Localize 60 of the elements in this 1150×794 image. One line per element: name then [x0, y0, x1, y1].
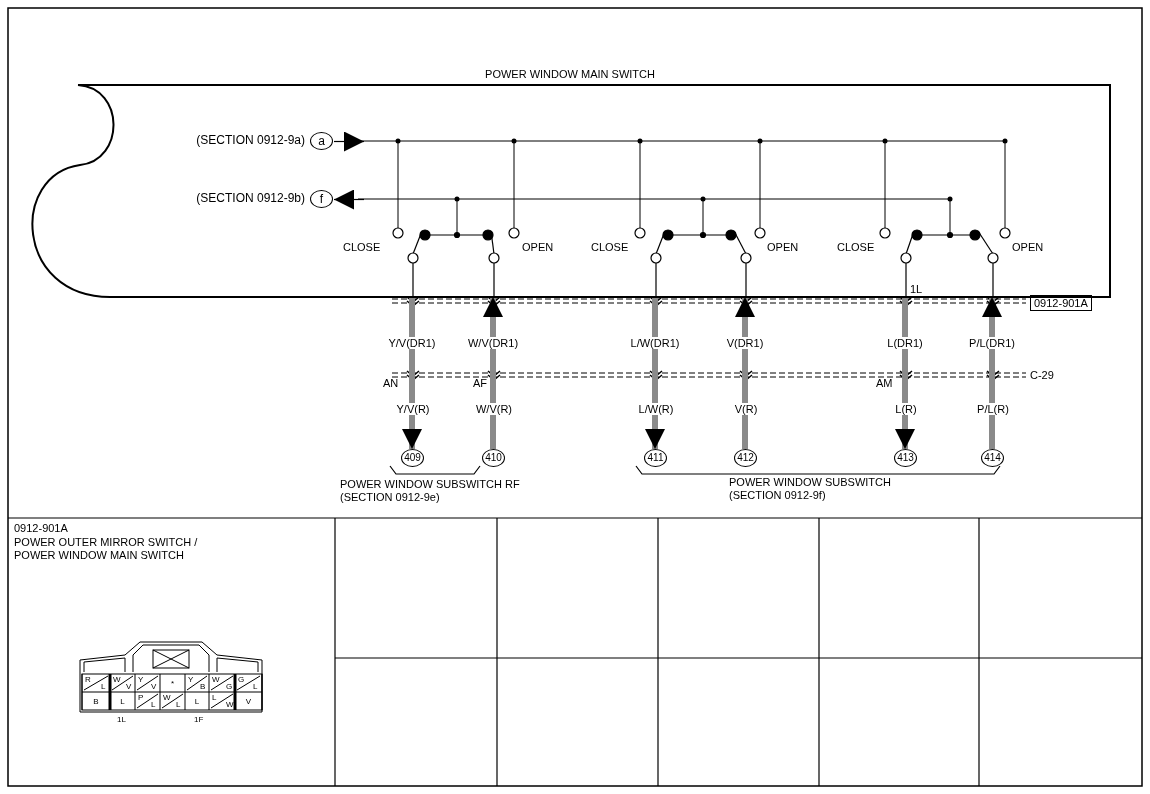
terminal-circle: 412: [734, 449, 757, 467]
pin-label: *: [169, 679, 176, 688]
connector-id: AM: [876, 377, 893, 390]
wire-color-label: L/W(DR1): [630, 337, 680, 349]
connector-id: C-29: [1030, 369, 1054, 382]
pin-label: V: [151, 682, 157, 691]
pin-label: L: [101, 682, 106, 691]
pin-number: 1L: [910, 283, 923, 296]
pin-label: L: [253, 682, 258, 691]
pin-label: B: [92, 697, 100, 706]
pin-label: L: [176, 700, 181, 709]
wire-color-label: V(DR1): [726, 337, 764, 349]
switch-position-label: OPEN: [522, 241, 554, 254]
pin-label: B: [200, 682, 206, 691]
component-title: POWER WINDOW MAIN SWITCH: [484, 68, 656, 81]
pin-label: L: [151, 700, 156, 709]
connector-id: 0912-901A: [14, 522, 68, 535]
pin-number: 1F: [194, 714, 204, 726]
pin-label: V: [126, 682, 132, 691]
pin-label: R: [85, 675, 91, 684]
pin-label: W: [113, 675, 121, 684]
component-label: POWER WINDOW SUBSWITCH (SECTION 0912-9f): [729, 476, 892, 502]
pin-label: L: [119, 697, 126, 706]
wire-color-label: Y/V(R): [396, 403, 430, 415]
wire-color-label: W/V(DR1): [467, 337, 519, 349]
wire-color-label: P/L(DR1): [969, 337, 1015, 349]
connector-id: AN: [383, 377, 399, 390]
terminal-circle: a: [310, 132, 333, 150]
pin-label: L: [212, 693, 217, 702]
wire-color-label: Y/V(DR1): [388, 337, 436, 349]
pin-label: W: [163, 693, 171, 702]
pin-label: Y: [188, 675, 194, 684]
terminal-circle: 409: [401, 449, 424, 467]
pin-label: G: [226, 682, 233, 691]
wire-color-label: L(DR1): [887, 337, 923, 349]
pin-label: W: [212, 675, 220, 684]
connector-id-tag: 0912-901A: [1030, 295, 1092, 311]
pin-label: Y: [138, 675, 144, 684]
terminal-circle: 411: [644, 449, 667, 467]
component-label: POWER WINDOW SUBSWITCH RF (SECTION 0912-9e): [340, 478, 521, 504]
pin-label: P: [138, 693, 144, 702]
switch-position-label: OPEN: [1012, 241, 1044, 254]
switch-position-label: CLOSE: [837, 241, 875, 254]
section-reference: (SECTION 0912-9a): [196, 134, 305, 147]
wire-color-label: W/V(R): [475, 403, 512, 415]
terminal-circle: 413: [894, 449, 917, 467]
terminal-circle: f: [310, 190, 333, 208]
terminal-circle: 410: [482, 449, 505, 467]
pin-number: 1L: [117, 714, 126, 726]
switch-position-label: CLOSE: [591, 241, 629, 254]
switch-position-label: OPEN: [767, 241, 799, 254]
terminal-circle: 414: [981, 449, 1004, 467]
pin-label: G: [238, 675, 245, 684]
pin-label: V: [244, 697, 253, 706]
connector-id: AF: [473, 377, 488, 390]
component-label: POWER OUTER MIRROR SWITCH / POWER WINDOW MAIN SWITCH: [14, 536, 199, 562]
pin-label: L: [193, 697, 201, 706]
pin-label: W: [226, 700, 234, 709]
section-reference: (SECTION 0912-9b): [196, 192, 305, 205]
switch-position-label: CLOSE: [343, 241, 381, 254]
